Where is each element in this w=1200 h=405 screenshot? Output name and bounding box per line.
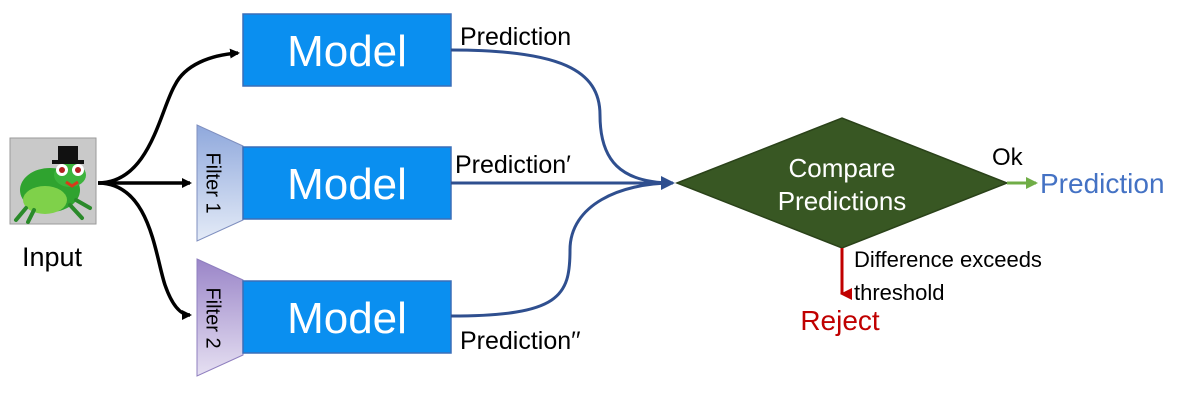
filter-1: Filter 1 [196, 124, 244, 242]
input-image [9, 137, 97, 225]
compare-predictions-diamond: Compare Predictions [674, 117, 1010, 249]
input-label: Input [22, 242, 83, 272]
output-prediction-label: Prediction [1040, 168, 1165, 199]
flow-line-1 [450, 48, 674, 185]
prediction-label-2: Prediction′ [455, 151, 571, 179]
filter-1-label: Filter 1 [202, 152, 224, 213]
arrow-to-filter-2 [97, 181, 192, 320]
model-box-1: Model [242, 13, 452, 87]
filter-2: Filter 2 [196, 258, 244, 377]
prediction-label-1: Prediction [460, 23, 571, 51]
model-3-label: Model [287, 294, 407, 343]
arrow-to-model-1 [97, 48, 240, 185]
difference-exceeds-label-line2: threshold [854, 280, 945, 305]
model-box-2: Model [242, 146, 452, 220]
compare-label-line2: Predictions [778, 186, 907, 216]
flow-line-3 [450, 181, 674, 318]
input-branch-arrows [97, 48, 240, 320]
prediction-label-3: Prediction′′ [460, 327, 581, 355]
filter-2-label: Filter 2 [202, 287, 224, 348]
reject-label: Reject [800, 305, 880, 336]
difference-exceeds-label-line1: Difference exceeds [854, 247, 1042, 272]
prediction-flow-lines [450, 48, 675, 318]
compare-label-line1: Compare [789, 153, 896, 183]
model-box-3: Model [242, 280, 452, 354]
ok-label: Ok [992, 144, 1024, 171]
model-2-label: Model [287, 160, 407, 209]
frog-with-top-hat-icon [14, 146, 92, 224]
model-1-label: Model [287, 27, 407, 76]
